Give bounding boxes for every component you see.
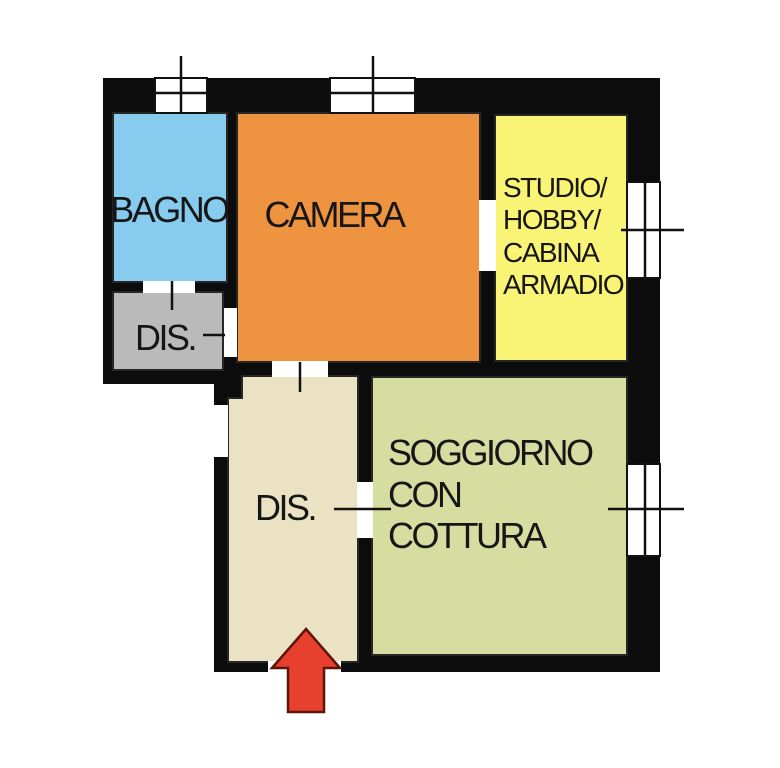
room-label-soggiorno-line1: SOGGIORNO xyxy=(388,432,593,473)
room-label-soggiorno-line3: COTTURA xyxy=(388,515,547,556)
room-label-bagno: BAGNO xyxy=(110,189,229,230)
room-label-studio-line3: CABINA xyxy=(503,237,600,268)
opening-camera-studio xyxy=(479,200,496,271)
door-bagno-dis xyxy=(143,281,195,310)
room-camera xyxy=(236,112,481,363)
window-soggiorno-icon xyxy=(608,462,684,558)
window-camera-icon xyxy=(328,56,417,114)
room-soggiorno xyxy=(371,376,628,656)
room-label-soggiorno-line2: CON xyxy=(388,474,461,515)
room-label-camera: CAMERA xyxy=(264,194,406,235)
room-label-dis-corridor: DIS. xyxy=(255,487,315,528)
room-dis-corridor xyxy=(227,375,359,663)
door-dis-camera xyxy=(203,308,237,357)
window-studio-icon xyxy=(621,180,684,280)
room-label-dis-upper: DIS. xyxy=(135,317,195,358)
room-dis-upper xyxy=(112,291,224,371)
door-camera-corridor xyxy=(272,361,328,392)
room-label-studio-line2: HOBBY/ xyxy=(503,204,602,235)
window-bagno-icon xyxy=(153,56,209,114)
room-studio xyxy=(494,114,628,362)
room-bagno xyxy=(112,112,228,283)
room-label-studio-line4: ARMADIO xyxy=(503,269,624,300)
entrance-arrow-icon xyxy=(269,627,343,714)
room-label-studio-line1: STUDIO/ xyxy=(503,172,608,203)
door-corridor-soggiorno xyxy=(334,482,391,538)
room-label-soggiorno: SOGGIORNO CON COTTURA xyxy=(388,432,596,556)
room-label-studio: STUDIO/ HOBBY/ CABINA ARMADIO xyxy=(503,172,625,300)
opening-corridor-left xyxy=(214,405,228,457)
